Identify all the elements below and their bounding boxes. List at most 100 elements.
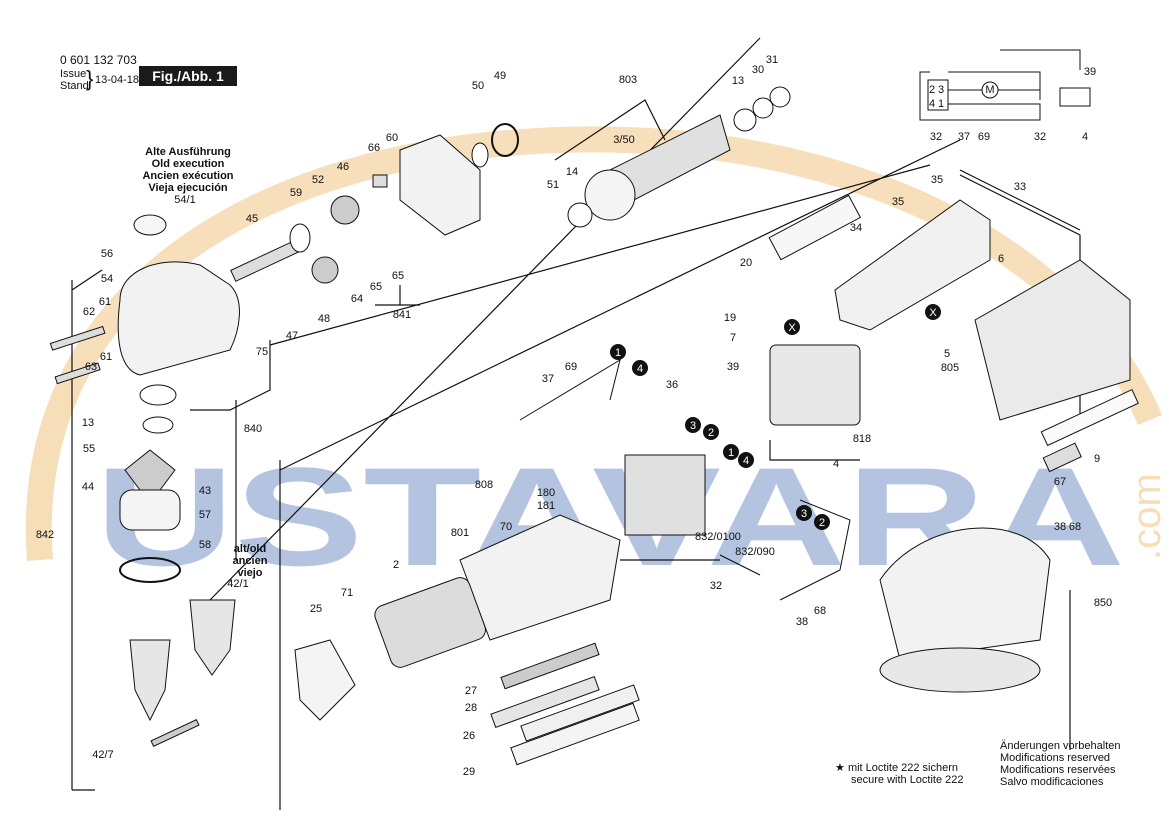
marker-3 <box>685 417 701 433</box>
loctite-en: secure with Loctite 222 <box>851 774 964 786</box>
bearing-50 <box>471 142 489 168</box>
part-label: 850 <box>1094 597 1112 609</box>
part-label: 49 <box>494 70 506 82</box>
part-label: 3/50 <box>613 134 634 146</box>
brush-holder-832 <box>624 454 706 536</box>
marker-2b <box>814 514 830 530</box>
fan-baffle-25 <box>294 639 356 721</box>
marker-1 <box>610 344 626 360</box>
chuck-key-left <box>129 639 171 722</box>
part-label: 842 <box>36 529 54 541</box>
mod-en: Modifications reserved <box>1000 752 1111 764</box>
part-label: 44 <box>82 481 94 493</box>
screw-63 <box>54 362 101 385</box>
part-label: 4 <box>833 458 839 470</box>
marker-x2 <box>925 304 941 320</box>
part-label: 801 <box>451 527 469 539</box>
old-execution-fr: Ancien exécution <box>142 170 234 182</box>
motor-symbol <box>981 81 999 99</box>
part-label: 42/7 <box>92 749 113 761</box>
bracket-4 <box>769 440 860 461</box>
part-label: 69 <box>978 131 990 143</box>
part-label: 57 <box>199 509 211 521</box>
base-850 <box>879 647 1041 693</box>
ring-49 <box>491 123 519 157</box>
marker-2b-label: 2 <box>819 517 825 529</box>
part-label: 62 <box>83 306 95 318</box>
mod-de: Änderungen vorbehalten <box>1000 740 1121 752</box>
bearing-59 <box>289 223 311 253</box>
marker-1b <box>723 444 739 460</box>
part-label: 69 <box>565 361 577 373</box>
parts <box>49 86 1139 766</box>
part-label: 181 <box>537 500 555 512</box>
part-label: 39 <box>1084 66 1096 78</box>
schematic-label: 4 <box>929 98 935 110</box>
housing-frame <box>279 169 1081 810</box>
part-label: 43 <box>199 485 211 497</box>
marker-x2-label: X <box>929 307 937 319</box>
part-number-labels: 54/156546261636113554484243575842/142/77… <box>36 54 1112 778</box>
alt-old-fr: ancien <box>232 555 268 567</box>
part-label: 42/1 <box>227 578 248 590</box>
part-label: 28 <box>465 702 477 714</box>
issue-date: 13-04-18 <box>95 74 140 86</box>
part-label: 68 <box>1069 521 1081 533</box>
chuck-42-1 <box>189 599 236 676</box>
sleeve-43 <box>119 489 181 531</box>
bracket-803 <box>554 99 666 161</box>
schematic-label: 3 <box>938 84 944 96</box>
part-label: 63 <box>85 361 97 373</box>
marker-4 <box>632 360 648 376</box>
bushing-66 <box>372 174 388 188</box>
part-label: 45 <box>246 213 258 225</box>
part-label: 58 <box>199 539 211 551</box>
part-label: 7 <box>730 332 736 344</box>
label-20 <box>768 194 862 261</box>
part-label: 4 <box>1082 131 1088 143</box>
stator-2 <box>374 577 486 668</box>
part-label: 64 <box>351 293 363 305</box>
part-label: 47 <box>286 330 298 342</box>
watermark-suffix: .com <box>1125 473 1169 560</box>
switch-4 <box>769 344 861 426</box>
part-label: 54/1 <box>174 194 195 206</box>
marker-4-label: 4 <box>637 363 643 375</box>
marker-2 <box>703 424 719 440</box>
part-label: 66 <box>368 142 380 154</box>
old-execution-note: Alte Ausführung Old execution Ancien exé… <box>128 146 248 194</box>
part-label: 50 <box>472 80 484 92</box>
gear-46 <box>330 195 360 225</box>
handle-cover-5 <box>974 259 1131 421</box>
ring-30 <box>752 97 774 119</box>
part-label: 32 <box>1034 131 1046 143</box>
part-label: 36 <box>666 379 678 391</box>
group-lines <box>71 37 1081 810</box>
part-label: 30 <box>752 64 764 76</box>
old-execution-en: Old execution <box>151 158 225 170</box>
rear-cap-850 <box>879 527 1051 661</box>
part-label: 14 <box>566 166 578 178</box>
old-execution-es: Vieja ejecución <box>148 182 228 194</box>
part-label: 67 <box>1054 476 1066 488</box>
part-label: 33 <box>1014 181 1026 193</box>
part-label: 805 <box>941 362 959 374</box>
old-execution-de: Alte Ausführung <box>145 146 231 158</box>
part-label: 841 <box>393 309 411 321</box>
chuck-assembly-line <box>190 340 271 411</box>
part-label: 6 <box>998 253 1004 265</box>
marker-1b-label: 1 <box>728 447 734 459</box>
part-label: 37 <box>542 373 554 385</box>
part-label: 65 <box>392 270 404 282</box>
part-label: 5 <box>944 348 950 360</box>
spindle-45 <box>230 240 300 282</box>
part-label: 31 <box>766 54 778 66</box>
handle-shell-6 <box>834 199 991 331</box>
ring-55 <box>142 416 174 434</box>
chuck-key-42-7 <box>150 719 200 747</box>
schematic-terminal-box <box>927 79 949 111</box>
bearing-13 <box>733 108 757 132</box>
marker-4b <box>738 452 754 468</box>
